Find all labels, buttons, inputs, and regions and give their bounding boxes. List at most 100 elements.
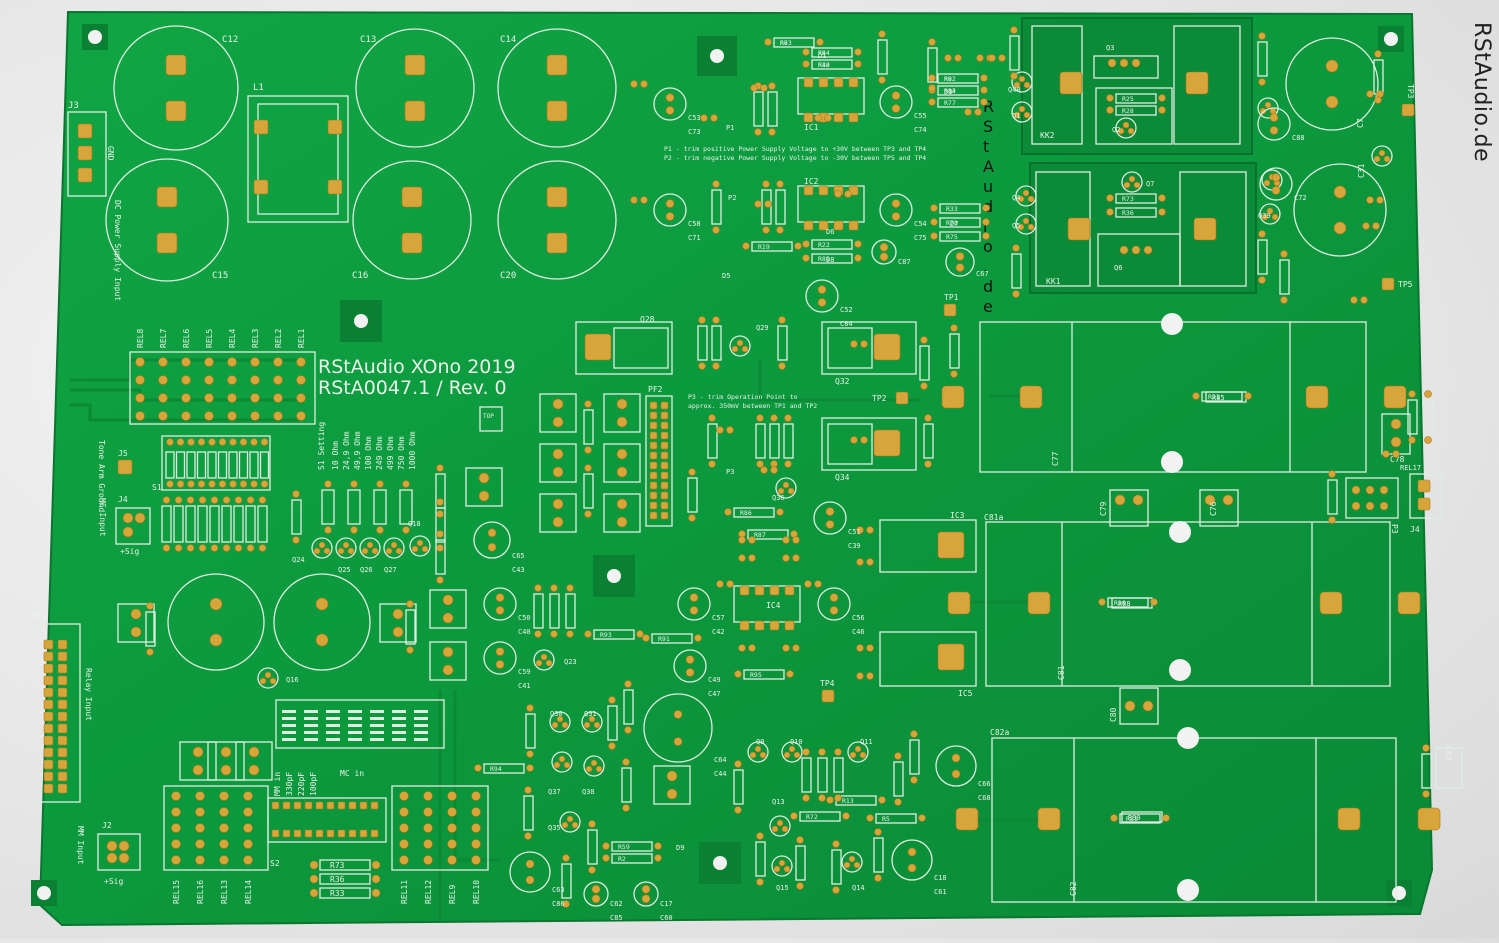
resistor-v [777, 325, 788, 361]
label-mm-input: MM Input [76, 826, 85, 865]
s2-pad [359, 829, 368, 838]
resistor-h [611, 853, 653, 864]
relay-pad [399, 855, 409, 865]
elcap-pad [1269, 113, 1279, 122]
mini-table-cell [348, 717, 362, 720]
transistor-label: Q24 [292, 556, 305, 564]
cap-label: C63 [552, 886, 565, 894]
mini-table-cell [304, 724, 318, 727]
to92-pad [395, 547, 403, 555]
label-c81a: C81a [984, 513, 1003, 522]
resistor-pad [854, 60, 862, 68]
elcap-outline [677, 587, 711, 621]
ic-pad [833, 77, 844, 88]
relay-pad [219, 823, 229, 833]
resistor-pad [550, 630, 558, 638]
elcap-pad [591, 884, 601, 894]
resistor-pad [770, 414, 778, 422]
power-transistors [575, 321, 977, 687]
mini-table-frame [275, 699, 445, 749]
resistor-pad [402, 480, 410, 488]
transistor-label: Q15 [776, 884, 789, 892]
pf1-pad [57, 639, 68, 650]
pf1-pad [43, 675, 54, 686]
to92-outline [775, 477, 797, 499]
resistor-row-s1 [161, 480, 413, 552]
relay-pad [399, 839, 409, 849]
resistor-v [919, 345, 930, 381]
resistor-body [185, 505, 196, 543]
relay-pad [273, 357, 283, 367]
resistor-pad [1422, 744, 1430, 752]
cap-label: C56 [852, 614, 865, 622]
to92-pad [561, 821, 569, 829]
elcap-pad [689, 593, 699, 602]
cap-label: C75 [914, 234, 927, 242]
resistor-h [811, 239, 853, 250]
resistor-pad [174, 544, 183, 552]
smallcap-pad [750, 84, 758, 92]
resistor-v [621, 767, 632, 803]
pf2-pad [660, 431, 669, 440]
relay-label-bottom: REL13 [220, 880, 229, 904]
resistor-pad [712, 180, 720, 188]
elcap-pad [829, 593, 839, 602]
relay-pad [447, 855, 457, 865]
resistor-body [347, 489, 361, 525]
pf2-pad [649, 481, 658, 490]
to92-outline [1011, 71, 1033, 93]
brand-letter: u [983, 177, 993, 196]
resistor-v [1257, 41, 1268, 77]
relay-pad [195, 839, 205, 849]
resistor-label: R64 [818, 49, 830, 57]
resistor-pad [874, 874, 882, 882]
to92-pad [593, 721, 601, 729]
box-cap-outline [603, 443, 641, 483]
resistor-v [1011, 253, 1022, 289]
relay-pad [296, 393, 306, 403]
box-cap-outline [429, 641, 467, 681]
cap-label: C53 [688, 114, 701, 122]
resistor-pad [1106, 106, 1114, 114]
resistor-pad [950, 370, 958, 378]
smallcap-pad [764, 200, 772, 208]
s1-slot [186, 451, 196, 479]
label-c78: C78 [1390, 455, 1405, 464]
relay-pad [135, 357, 145, 367]
note-p3a: P3 - trim Operation Point to [688, 393, 798, 401]
resistor-h [1119, 813, 1161, 824]
smallcap-pad [770, 466, 778, 474]
to92-pad [1018, 75, 1026, 83]
resistor-pad [1408, 390, 1416, 398]
cap-label: C42 [712, 628, 725, 636]
resistor-pad [402, 526, 410, 534]
cap-label: C65 [512, 552, 525, 560]
s1-pad [187, 480, 195, 488]
brand-letter: t [983, 137, 989, 156]
mini-table-cell [326, 710, 340, 713]
resistor-pad [734, 760, 742, 768]
to92-pad [1127, 127, 1135, 135]
smallcap-pad [988, 54, 996, 62]
to92-pad [337, 547, 345, 555]
resistor-pad [436, 510, 444, 518]
pf2-pad [660, 481, 669, 490]
resistor-label: R86 [740, 509, 752, 517]
resistor-pad [854, 240, 862, 248]
cap-label: C59 [518, 668, 531, 676]
resistor-pad [866, 814, 874, 822]
to92-outline [383, 537, 405, 559]
resistor-v [817, 757, 828, 793]
to92-pad [1128, 175, 1136, 183]
to92-pad [754, 745, 762, 753]
resistor-pad [1162, 814, 1170, 822]
to92-pad [416, 539, 424, 547]
resistor-pad [524, 786, 532, 794]
box-cap-pad [392, 626, 404, 638]
s1-pad [208, 438, 216, 446]
relay-pad [227, 357, 237, 367]
label-j4: J4 [1410, 525, 1420, 534]
resistor-label: R82 [944, 75, 956, 83]
elcap-pad [487, 542, 497, 552]
elcap-pad [495, 606, 505, 615]
